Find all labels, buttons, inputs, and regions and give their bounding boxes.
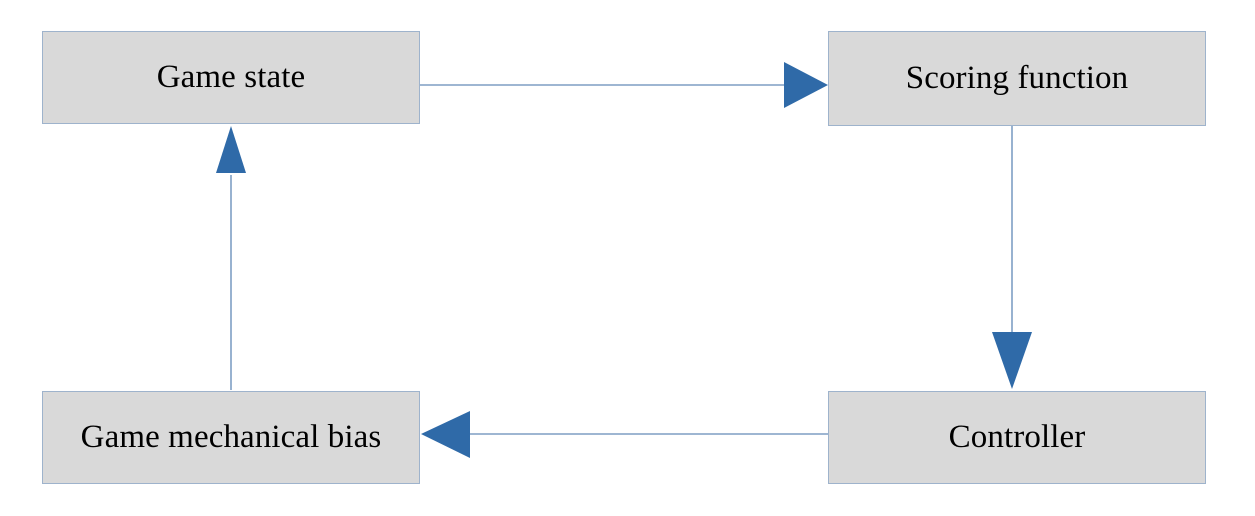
edge-controller-to-game-mechanical-bias	[421, 411, 828, 458]
node-label-game-state: Game state	[156, 59, 306, 96]
node-scoring-function[interactable]: Scoring function	[828, 31, 1206, 126]
arrowhead-right-icon	[784, 62, 828, 108]
edge-scoring-function-to-controller	[992, 126, 1032, 389]
edge-game-state-to-scoring-function	[420, 62, 828, 108]
node-game-state[interactable]: Game state	[42, 31, 420, 124]
node-label-game-mechanical-bias: Game mechanical bias	[80, 419, 382, 456]
arrowhead-up-icon	[216, 126, 246, 173]
node-controller[interactable]: Controller	[828, 391, 1206, 484]
node-game-mechanical-bias[interactable]: Game mechanical bias	[42, 391, 420, 484]
edge-game-mechanical-bias-to-game-state	[216, 126, 246, 390]
node-label-controller: Controller	[948, 419, 1086, 456]
arrowhead-down-icon	[992, 332, 1032, 389]
arrowhead-left-icon	[421, 411, 470, 458]
node-label-scoring-function: Scoring function	[905, 60, 1129, 97]
